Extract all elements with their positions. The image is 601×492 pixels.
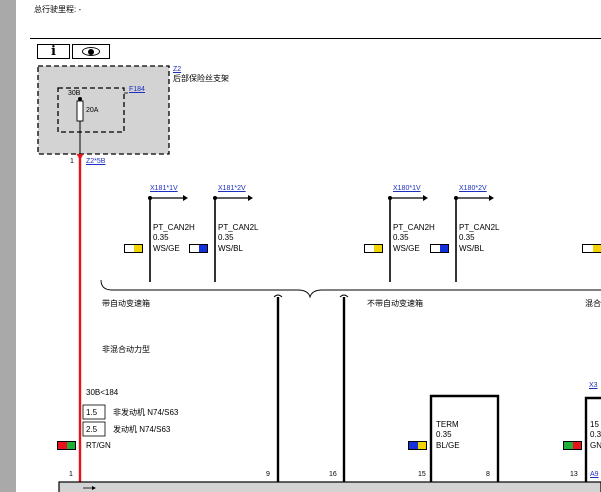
left-scroll-rail <box>0 0 16 492</box>
variant-without-auto-trans: 不带自动变速箱 <box>367 299 423 308</box>
badge-swatch-1 <box>365 245 374 252</box>
connector-link-x180-2v[interactable]: X180*2V <box>459 185 487 192</box>
badge-swatch-2 <box>439 245 448 252</box>
pin-number: 9 <box>266 471 270 478</box>
badge-swatch-2 <box>198 245 207 252</box>
variant-hybrid-partial: 混合 <box>585 299 601 308</box>
wire-size-x181-1v: 0.35 <box>153 233 169 242</box>
wire-pin-9-tick <box>273 294 283 298</box>
supply-size-box-2 <box>82 421 106 437</box>
connector-arrow-x181-2v <box>213 195 253 282</box>
wire-color-x181-2v: WS/BL <box>218 244 243 253</box>
connector-link-x180-1v[interactable]: X180*1V <box>393 185 421 192</box>
badge-swatch-1 <box>564 442 573 449</box>
badge-swatch-1 <box>190 245 199 252</box>
bottom-link[interactable]: A9 <box>590 471 599 478</box>
eye-pupil <box>88 49 94 55</box>
supply-size-box-1 <box>82 404 106 420</box>
supply-color-badge <box>57 441 76 450</box>
supply-label: 30B<184 <box>86 388 119 397</box>
variant-brace <box>100 279 601 299</box>
pin-number: 13 <box>570 471 578 478</box>
badge-swatch-1 <box>125 245 134 252</box>
supply-size-1: 1.5 <box>86 408 98 417</box>
wire-signal-x180-1v: PT_CAN2H <box>393 223 435 232</box>
fuse-terminal-dot <box>78 97 82 101</box>
fuse-rating: 20A <box>86 107 99 114</box>
total-mileage: 总行驶里程: - <box>34 5 82 14</box>
right-wire-size-2: 0.3 <box>590 430 601 439</box>
right-wire-color-code: GN <box>590 441 601 450</box>
wire-color-badge-x180-2v <box>430 244 449 253</box>
pin-number: 8 <box>486 471 490 478</box>
supply-text-1: 非发动机 N74/S63 <box>113 408 179 417</box>
wire-color-x181-1v: WS/GE <box>153 244 180 253</box>
component-name: 后部保险丝支架 <box>173 74 229 83</box>
connector-link-x181-2v[interactable]: X181*2V <box>218 185 246 192</box>
badge-swatch-2 <box>373 245 382 252</box>
wire-right <box>584 396 601 482</box>
wire-color-badge-x181-1v <box>124 244 143 253</box>
info-icon: i <box>51 44 56 59</box>
connector-arrow-x181-1v <box>148 195 188 282</box>
fuse-element <box>76 100 84 122</box>
variant-non-hybrid: 非混合动力型 <box>102 345 150 354</box>
term-wire-color-badge <box>408 441 427 450</box>
fuse-terminal-label: 30B <box>68 90 81 97</box>
view-button[interactable] <box>72 44 110 59</box>
fuse-inner-box <box>57 87 125 133</box>
pin-number: 15 <box>418 471 426 478</box>
variant-with-auto-trans: 带自动变速箱 <box>102 299 150 308</box>
badge-swatch-2 <box>593 245 601 252</box>
wire-color-badge-x180-1v <box>364 244 383 253</box>
pin-number: 1 <box>69 471 73 478</box>
wire-color-x180-2v: WS/BL <box>459 244 484 253</box>
supply-size-2: 2.5 <box>86 425 98 434</box>
pin-number: 16 <box>329 471 337 478</box>
badge-swatch-2 <box>572 442 581 449</box>
connector-arrow-x180-2v <box>454 195 494 282</box>
badge-swatch-1 <box>583 245 593 252</box>
wire-size-x180-2v: 0.35 <box>459 233 475 242</box>
bottom-mark-arrow <box>92 486 96 490</box>
info-button[interactable]: i <box>37 44 70 59</box>
term-wire-name: TERM <box>436 420 459 429</box>
header-separator <box>30 38 601 39</box>
badge-swatch-2 <box>133 245 142 252</box>
wire-signal-x181-2v: PT_CAN2L <box>218 223 259 232</box>
wire-size-x180-1v: 0.35 <box>393 233 409 242</box>
wire-term-loop <box>429 394 500 482</box>
wire-signal-x181-1v: PT_CAN2H <box>153 223 195 232</box>
fuse-pin-number: 1 <box>70 158 74 165</box>
component-id-link[interactable]: Z2 <box>173 66 182 73</box>
connector-arrow-x180-1v <box>388 195 428 282</box>
term-wire-color-code: BL/GE <box>436 441 460 450</box>
right-wire-link[interactable]: X3 <box>589 382 598 389</box>
edge-color-badge <box>582 244 601 253</box>
wire-signal-x180-2v: PT_CAN2L <box>459 223 500 232</box>
fuse-connector-link[interactable]: Z2*5B <box>86 158 106 165</box>
connector-link-x181-1v[interactable]: X181*1V <box>150 185 178 192</box>
right-wire-size: 15 <box>590 420 599 429</box>
bottom-connector-bar <box>58 481 601 492</box>
badge-swatch-1 <box>409 442 418 449</box>
supply-text-2: 发动机 N74/S63 <box>113 425 171 434</box>
term-wire-size: 0.35 <box>436 430 452 439</box>
badge-swatch-1 <box>431 245 440 252</box>
right-wire-color-badge <box>563 441 582 450</box>
badge-swatch-1 <box>58 442 67 449</box>
badge-swatch-2 <box>417 442 426 449</box>
badge-swatch-2 <box>66 442 75 449</box>
wire-pin-16-tick <box>339 294 349 298</box>
wire-color-x180-1v: WS/GE <box>393 244 420 253</box>
fuse-holder-box <box>37 65 170 155</box>
fuse-link[interactable]: F184 <box>129 86 145 93</box>
supply-wire-arrow <box>76 154 84 160</box>
supply-color-code: RT/GN <box>86 441 111 450</box>
eye-icon <box>82 47 100 56</box>
wire-color-badge-x181-2v <box>189 244 208 253</box>
wire-size-x181-2v: 0.35 <box>218 233 234 242</box>
